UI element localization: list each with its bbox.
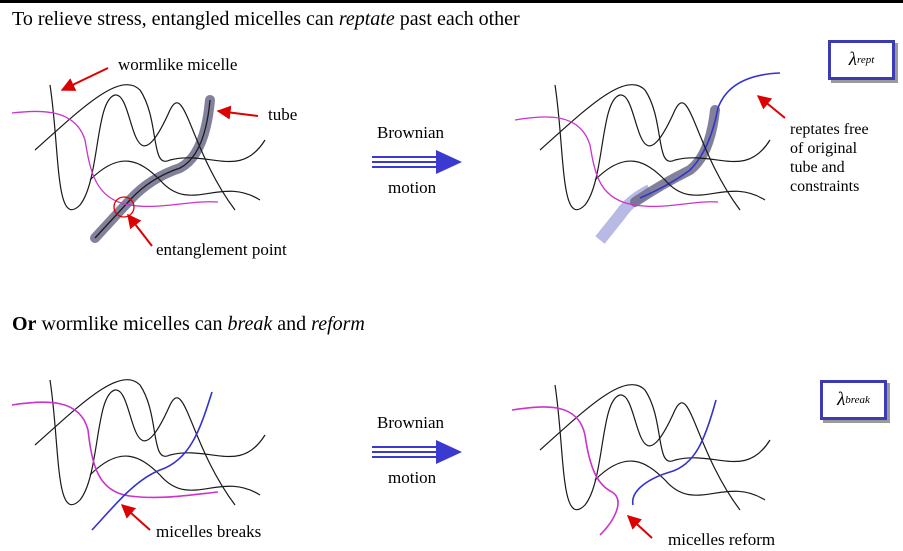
reptates-line-4: constraints: [790, 178, 860, 195]
chain-br1: [554, 384, 741, 511]
entanglement-circle: [113, 196, 135, 218]
magenta-micelle-right: [514, 116, 719, 208]
bottom-right-micelles: [511, 384, 771, 536]
chain-r2: [539, 84, 771, 163]
label-entanglement-point: entanglement point: [156, 240, 287, 259]
chain-b3: [89, 455, 261, 496]
label-motion-top: motion: [388, 178, 437, 197]
arrow-to-entanglement: [127, 213, 153, 247]
label-tube: tube: [268, 105, 298, 124]
heading-em-reptate: reptate: [338, 8, 395, 30]
chain-1: [49, 84, 236, 211]
top-right-micelles: [514, 72, 781, 244]
label-wormlike-micelle: wormlike micelle: [118, 55, 238, 74]
label-micelles-breaks: micelles breaks: [156, 522, 262, 541]
blue-free-end: [639, 72, 781, 199]
arrow-to-reform: [626, 515, 653, 539]
heading-mid2: and: [272, 313, 312, 335]
chain-br3: [594, 460, 766, 501]
blue-micelle-bl: [91, 391, 213, 531]
chain-r1: [554, 84, 741, 211]
arrow-to-breaks: [120, 504, 151, 531]
reptation-heading: To relieve stress, entangled micelles ca…: [12, 8, 520, 31]
break-reform-heading: Or wormlike micelles can break and refor…: [12, 313, 365, 336]
brownian-arrow-top: [372, 150, 462, 174]
label-brownian-top: Brownian: [377, 123, 445, 142]
heading-suffix: past each other: [394, 8, 520, 30]
heading-em-reform: reform: [311, 313, 365, 335]
tube-path: [90, 95, 215, 243]
label-micelles-reform: micelles reform: [668, 530, 776, 549]
top-left-micelles: [11, 84, 266, 243]
chain-r3: [594, 160, 766, 201]
chain-3: [89, 160, 261, 201]
heading-prefix: To relieve stress, entangled micelles ca…: [12, 8, 339, 30]
arrow-to-tube: [216, 105, 259, 120]
lambda-sub-break: break: [845, 394, 870, 406]
magenta-micelle-bl: [11, 401, 219, 499]
lambda-sub-rept: rept: [856, 54, 875, 66]
reptates-line-2: of original: [790, 140, 858, 157]
label-motion-bottom: motion: [388, 468, 437, 487]
brownian-arrow-bottom: [372, 440, 462, 464]
bottom-left-micelles: [11, 379, 266, 531]
chain-b1: [49, 379, 236, 506]
reptates-line-3: tube and: [790, 159, 845, 176]
arrow-to-reptates: [756, 95, 786, 119]
heading-or: Or: [12, 313, 37, 335]
label-reptates-free: reptates free of original tube and const…: [790, 120, 869, 196]
arrow-to-wormlike: [60, 67, 109, 91]
top-border: [0, 0, 903, 3]
lambda-symbol-break: λ: [837, 389, 846, 410]
chain-b2: [34, 379, 266, 458]
label-brownian-bottom: Brownian: [377, 413, 445, 432]
tube-center-chain: [94, 99, 211, 239]
reptates-line-1: reptates free: [790, 121, 869, 138]
heading-mid1: wormlike micelles can: [36, 313, 228, 335]
magenta-micelle-top: [11, 110, 219, 208]
heading-em-break: break: [227, 313, 273, 335]
lambda-symbol-rept: λ: [848, 49, 857, 70]
blue-micelle-br: [632, 399, 717, 506]
magenta-micelle-br: [511, 406, 619, 536]
chain-br2: [539, 384, 771, 463]
chain-2: [34, 84, 266, 163]
